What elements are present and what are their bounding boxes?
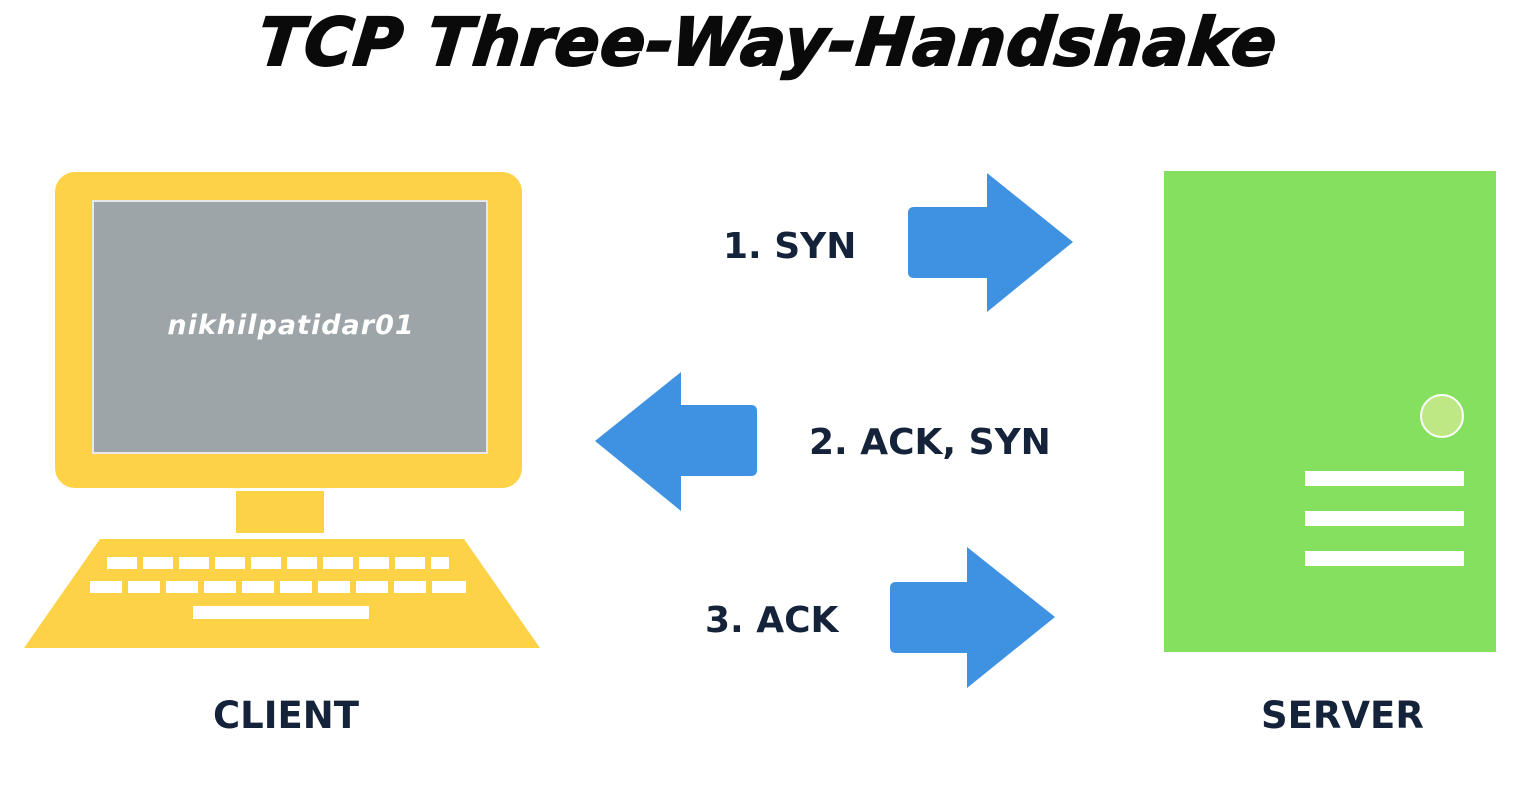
client-keyboard — [24, 539, 540, 648]
step-3-arrow-right-icon — [890, 547, 1055, 688]
step-1-arrow-right-icon — [908, 173, 1073, 312]
client-screen-text: nikhilpatidar01 — [167, 310, 415, 341]
client-screen — [92, 200, 488, 454]
client-computer-icon — [24, 172, 540, 648]
server-icon — [1164, 171, 1496, 652]
server-label: SERVER — [1261, 694, 1424, 737]
client-keys — [90, 557, 466, 619]
server-slot-3 — [1305, 551, 1464, 566]
client-label: CLIENT — [213, 694, 359, 737]
step-2-arrow-left-icon — [595, 372, 757, 511]
step-2-label: 2. ACK, SYN — [809, 422, 1051, 463]
server-power-led — [1420, 394, 1464, 438]
client-stand — [236, 491, 324, 533]
step-3-label: 3. ACK — [705, 600, 839, 641]
server-slot-1 — [1305, 471, 1464, 486]
step-1-label: 1. SYN — [723, 226, 857, 267]
server-slot-2 — [1305, 511, 1464, 526]
